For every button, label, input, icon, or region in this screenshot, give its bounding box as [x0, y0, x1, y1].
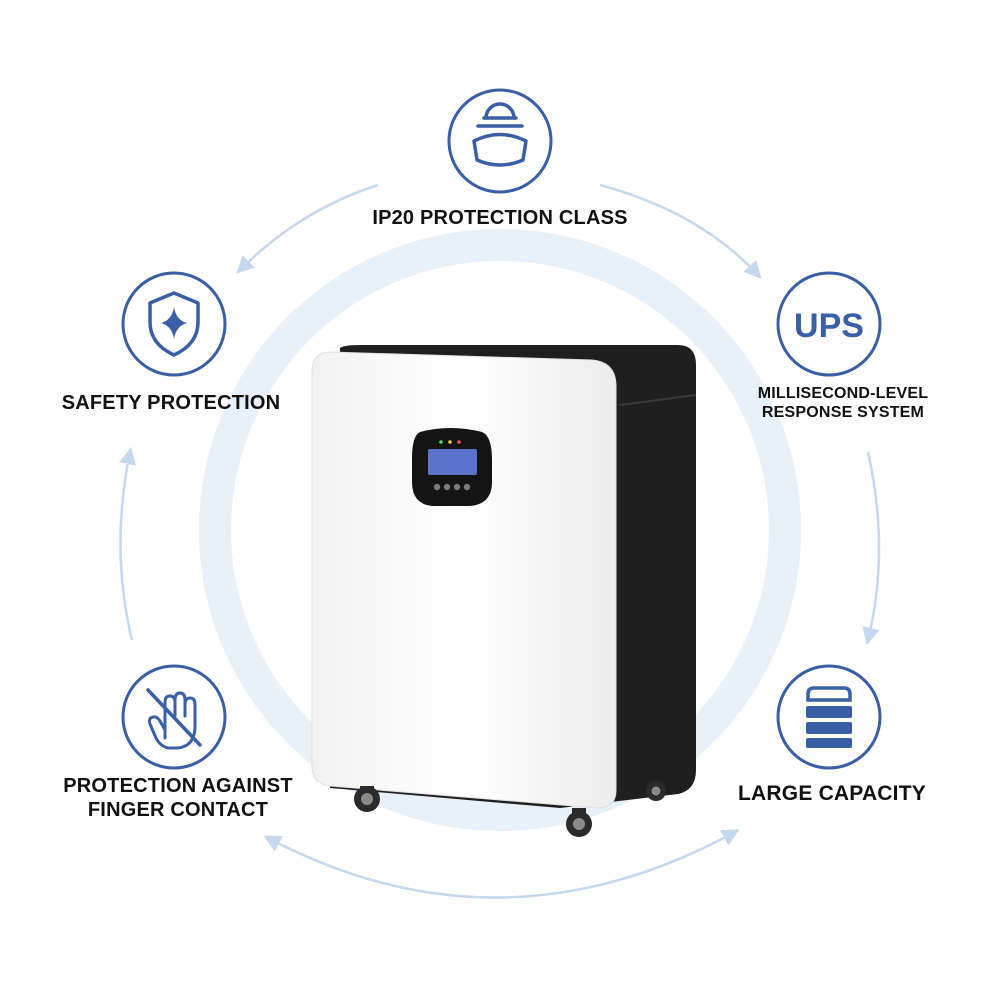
shield-star-icon	[148, 291, 200, 357]
ip20-label: IP20 PROTECTION CLASS	[372, 207, 628, 229]
finger-contact-line2: FINGER CONTACT	[87, 799, 269, 821]
status-led-3	[457, 440, 461, 444]
finger-contact-label: PROTECTION AGAINST FINGER CONTACT	[40, 774, 316, 822]
halo-ring	[199, 229, 801, 831]
no-touch-hand-icon	[146, 688, 202, 750]
arrow-top-left	[236, 183, 379, 274]
panel-button-3[interactable]	[453, 483, 461, 491]
arrow-left	[118, 446, 137, 641]
status-led-2	[448, 440, 452, 444]
response-system-label: MILLISECOND-LEVEL RESPONSE SYSTEM	[740, 384, 946, 422]
finger-icon-circle	[121, 664, 227, 770]
response-system-line2: RESPONSE SYSTEM	[761, 404, 925, 422]
arrow-right	[862, 451, 881, 646]
lcd-screen	[428, 449, 477, 475]
wheel-back-right	[646, 781, 666, 801]
panel-button-2[interactable]	[443, 483, 451, 491]
panel-button-1[interactable]	[433, 483, 441, 491]
cycle-arrows	[118, 183, 881, 899]
lcd-control-panel	[412, 428, 492, 506]
ups-icon-circle: UPS	[776, 271, 882, 377]
battery-cabinet	[311, 345, 697, 837]
user-shield-icon	[472, 102, 528, 167]
capacity-icon-circle	[776, 664, 882, 770]
arrow-top-right	[599, 183, 762, 279]
ip20-icon-circle	[447, 88, 553, 194]
caster-wheels	[354, 781, 666, 837]
safety-icon-circle	[121, 271, 227, 377]
status-led-1	[439, 440, 443, 444]
safety-protection-label: SAFETY PROTECTION	[61, 392, 281, 414]
ups-icon-text: UPS	[794, 307, 864, 345]
panel-buttons	[433, 483, 471, 491]
finger-contact-line1: PROTECTION AGAINST	[63, 775, 293, 797]
wheel-front-right	[566, 808, 592, 837]
cabinet-front-panel	[311, 351, 617, 809]
arrow-bottom	[263, 829, 740, 899]
wheel-front-left	[354, 786, 380, 812]
response-system-line1: MILLISECOND-LEVEL	[757, 385, 929, 402]
battery-stack-icon	[806, 686, 852, 748]
large-capacity-label: LARGE CAPACITY	[738, 782, 926, 805]
panel-button-4[interactable]	[463, 483, 471, 491]
